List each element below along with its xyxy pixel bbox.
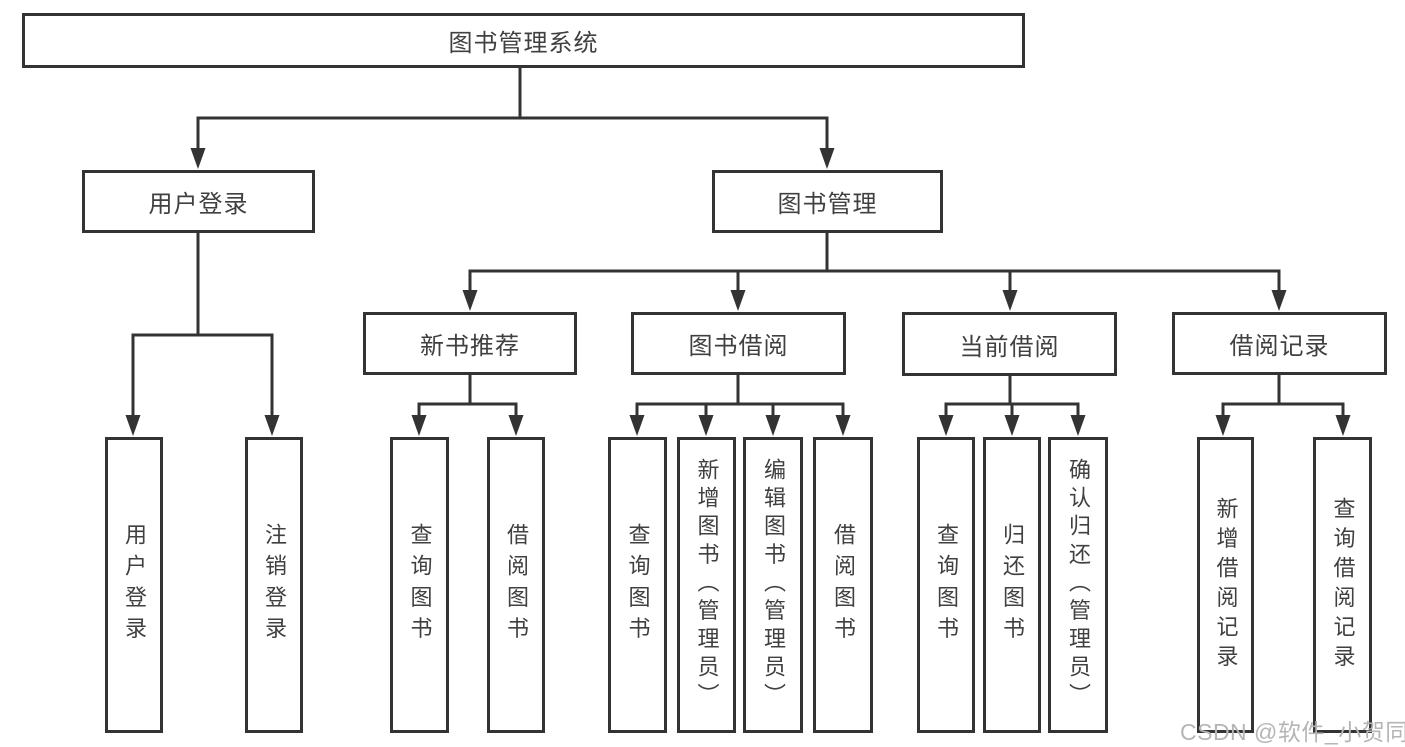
leaf-query-books-3: 查询图书 bbox=[917, 437, 975, 733]
leaf-borrow-books-2: 借阅图书 bbox=[813, 437, 873, 733]
leaf-return-books: 归还图书 bbox=[983, 437, 1041, 733]
leaf-query-borrow-record: 查询借阅记录 bbox=[1313, 437, 1372, 733]
leaf-add-borrow-record: 新增借阅记录 bbox=[1197, 437, 1254, 733]
node-borrow-records: 借阅记录 bbox=[1172, 312, 1387, 375]
leaf-borrow-books-1: 借阅图书 bbox=[487, 437, 545, 733]
node-book-borrowing: 图书借阅 bbox=[631, 312, 846, 375]
leaf-add-books-admin: 新增图书（管理员） bbox=[677, 437, 736, 733]
leaf-confirm-return-admin: 确认归还（管理员） bbox=[1048, 437, 1108, 733]
leaf-edit-books-admin: 编辑图书（管理员） bbox=[743, 437, 803, 733]
leaf-user-login: 用户登录 bbox=[105, 437, 163, 733]
watermark: CSDN @软件_小贺同学 bbox=[1180, 719, 1405, 745]
leaf-query-books-1: 查询图书 bbox=[390, 437, 449, 733]
leaf-query-books-2: 查询图书 bbox=[608, 437, 667, 733]
node-new-book-recommend: 新书推荐 bbox=[363, 312, 577, 375]
node-current-borrowing: 当前借阅 bbox=[902, 312, 1117, 376]
node-book-management: 图书管理 bbox=[712, 170, 943, 233]
node-root: 图书管理系统 bbox=[22, 13, 1025, 68]
arrowheads bbox=[125, 148, 1351, 436]
node-user-login: 用户登录 bbox=[82, 170, 315, 233]
leaf-logout: 注销登录 bbox=[245, 437, 303, 733]
